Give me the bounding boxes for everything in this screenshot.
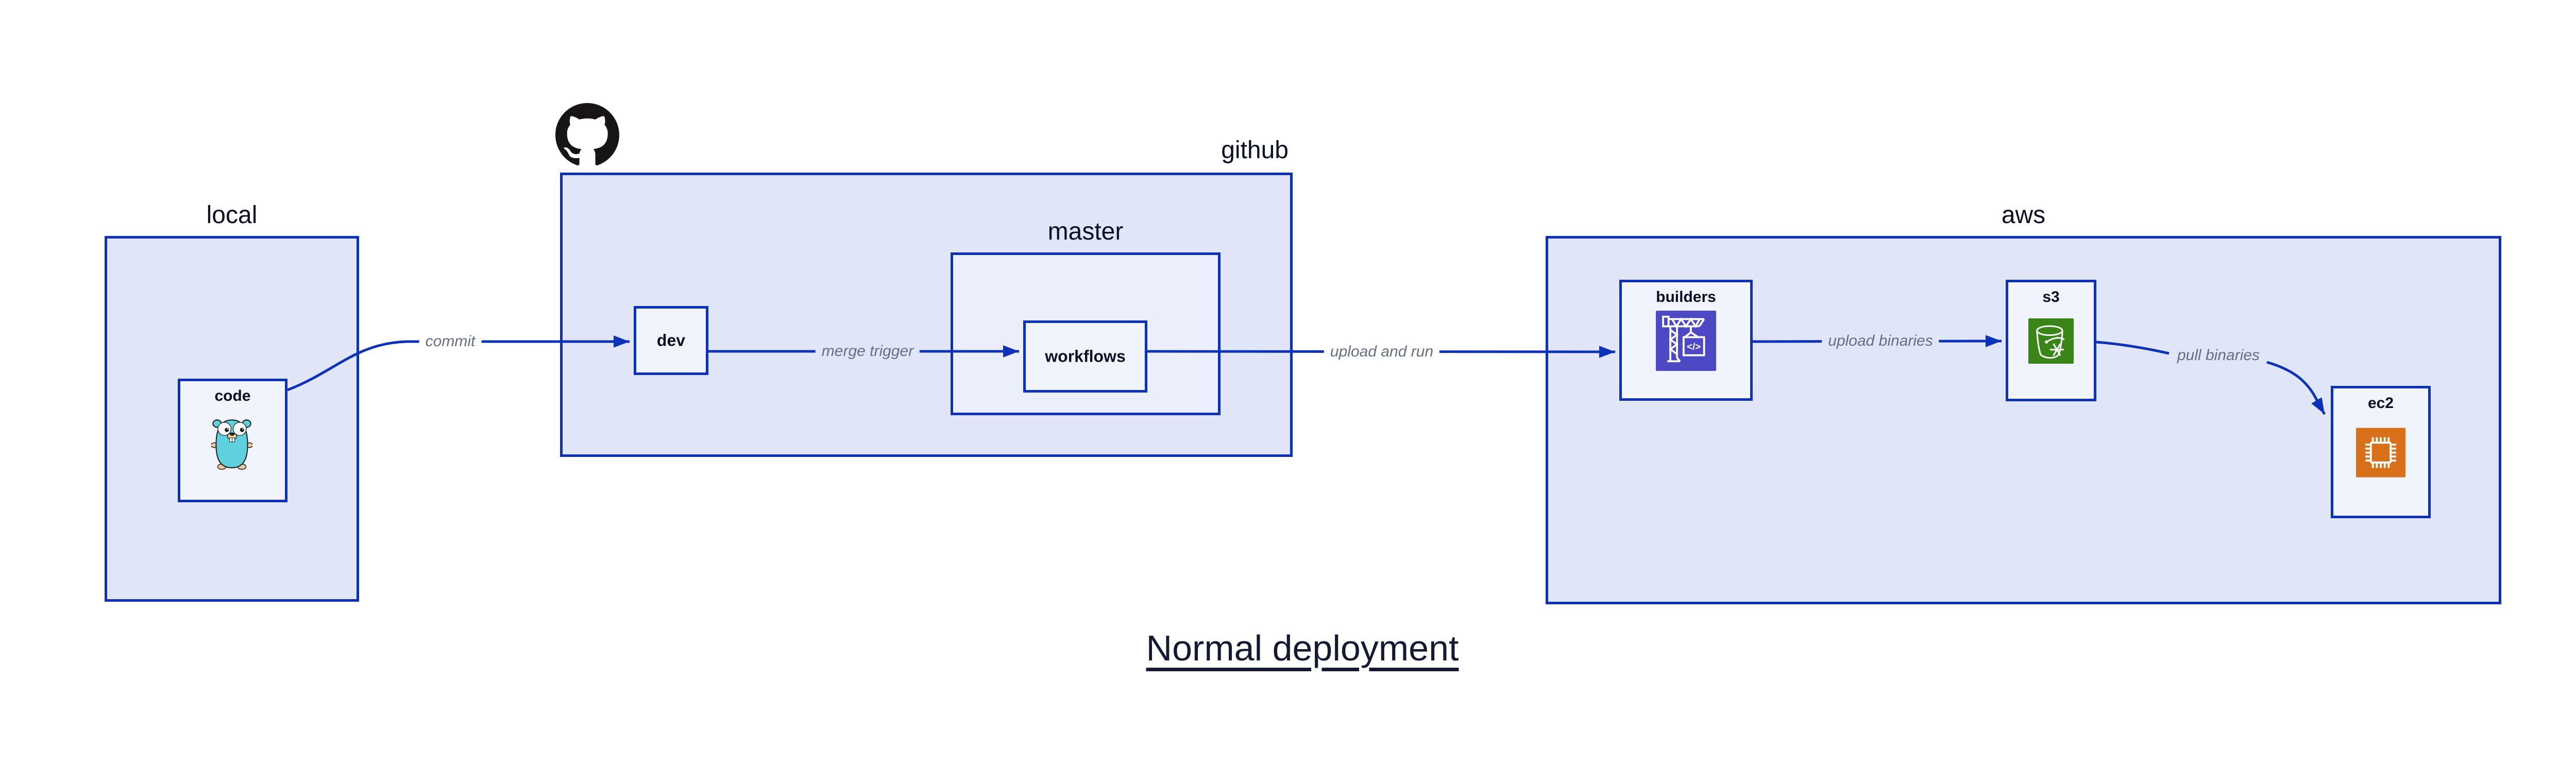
edge-label-pull-binaries: pull binaries — [2171, 346, 2266, 365]
aws-s3-bucket-icon — [2028, 318, 2074, 364]
diagram-title: Normal deployment — [1146, 628, 1459, 668]
node-workflows-label: workflows — [1045, 347, 1126, 366]
container-master-label: master — [1047, 218, 1124, 245]
container-github-label: github — [1221, 137, 1289, 164]
edge-label-commit: commit — [419, 332, 482, 351]
node-s3-label: s3 — [2042, 288, 2060, 305]
container-aws-label: aws — [2001, 201, 2046, 229]
edge-label-upload-binaries: upload binaries — [1822, 331, 1939, 351]
edge-label-merge-trigger: merge trigger — [815, 342, 920, 361]
aws-codebuild-icon: </> — [1656, 311, 1716, 371]
edge-label-upload-and-run: upload and run — [1324, 342, 1440, 362]
node-dev-label: dev — [656, 331, 686, 350]
node-ec2-label: ec2 — [2367, 395, 2394, 412]
github-logo-icon — [555, 103, 619, 165]
node-builders-label: builders — [1656, 288, 1716, 305]
node-code-label: code — [214, 387, 251, 404]
aws-ec2-chip-icon — [2356, 428, 2405, 478]
node-workflows: workflows — [1023, 320, 1147, 393]
go-gopher-icon — [211, 419, 252, 470]
codebuild-code-glyph: </> — [1687, 341, 1701, 352]
container-local-label: local — [206, 201, 258, 229]
node-dev: dev — [634, 306, 708, 375]
